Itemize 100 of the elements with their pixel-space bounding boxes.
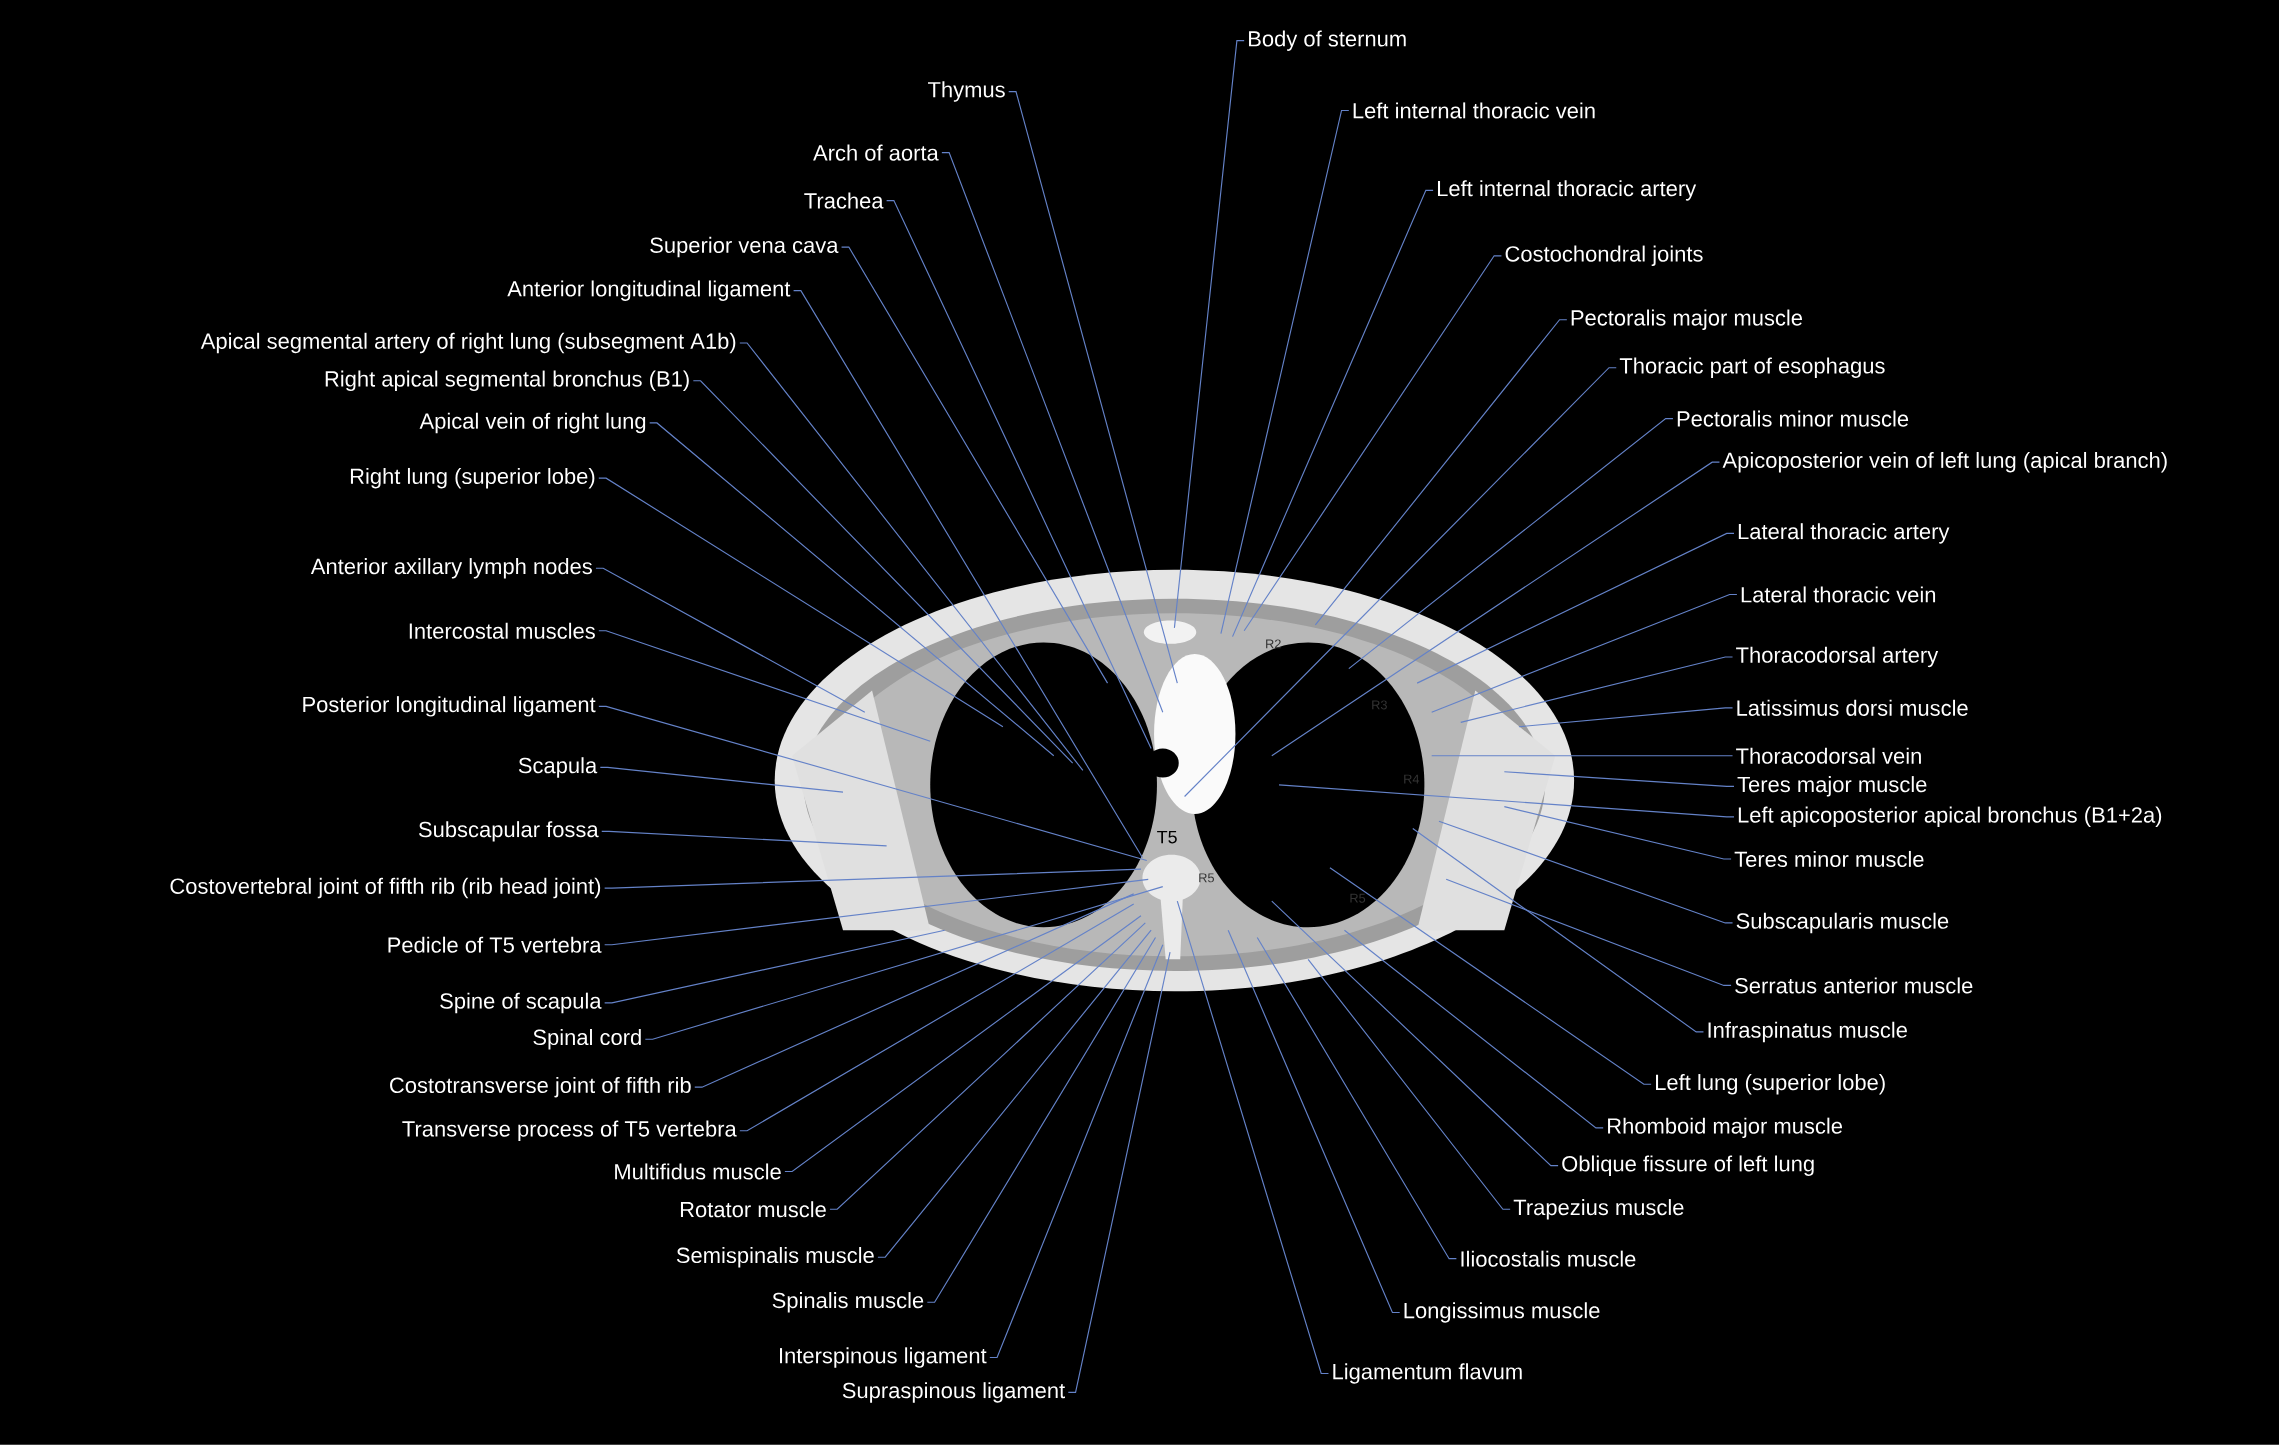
label: Spinal cord <box>533 1029 641 1050</box>
leader-line <box>649 422 1055 757</box>
leader-line <box>886 200 1152 750</box>
leader-line <box>1518 707 1734 728</box>
leader-line <box>739 342 1084 772</box>
label: Teres major muscle <box>1737 776 1927 797</box>
leader-line <box>595 567 866 713</box>
leader-line <box>598 630 931 742</box>
label: Apical vein of right lung <box>419 412 646 434</box>
leader-line <box>1416 532 1735 684</box>
label: Thoracodorsal artery <box>1736 646 1939 668</box>
label: Costovertebral joint of fifth rib (rib head joint) <box>170 877 601 899</box>
leader-line <box>1256 937 1457 1260</box>
leader-line <box>1271 461 1721 757</box>
leader-line <box>739 903 1135 1132</box>
label: Supraspinous ligament <box>842 1382 1065 1403</box>
label: Right apical segmental bronchus (B1) <box>325 370 689 392</box>
leader-line <box>604 868 1142 889</box>
leader-line <box>829 922 1146 1210</box>
label: Rhomboid major muscle <box>1608 1117 1842 1139</box>
leader-line <box>598 705 1148 862</box>
label: Lateral thoracic artery <box>1738 523 1950 544</box>
leader-line <box>1271 900 1559 1167</box>
leader-line <box>1348 418 1674 670</box>
label: Left internal thoracic vein <box>1353 102 1595 119</box>
leader-line <box>926 937 1157 1303</box>
label: Pectoralis minor muscle <box>1677 410 1909 427</box>
label: Costochondral joints <box>1505 245 1703 267</box>
leader-line <box>1243 255 1502 632</box>
label: Left internal thoracic artery <box>1438 180 1697 201</box>
leader-line <box>1431 594 1738 713</box>
leader-line <box>1173 40 1245 629</box>
label: Left apicoposterior apical bronchus (B1+2a) <box>1738 806 2162 828</box>
label: Costotransverse joint of fifth rib <box>390 1077 691 1098</box>
leader-line <box>1412 828 1705 1033</box>
leader-line <box>1227 929 1401 1314</box>
label: Lateral thoracic vein <box>1741 586 1936 603</box>
label: Arch of aorta <box>813 144 939 161</box>
leader-line <box>694 893 1135 1088</box>
leader-line <box>1503 806 1732 860</box>
leader-line <box>1343 929 1604 1129</box>
leader-line <box>1445 878 1732 987</box>
label: Trachea <box>804 192 884 209</box>
label: Apicoposterior vein of left lung (apical branch) <box>1722 452 2167 473</box>
leader-line <box>644 886 1164 1040</box>
leader-line <box>601 830 888 847</box>
image-marker: R5 <box>1199 873 1214 883</box>
label: Teres minor muscle <box>1734 851 1924 868</box>
label: Apical segmental artery of right lung (subsegment A1b) <box>200 332 736 354</box>
leader-line <box>1220 110 1350 635</box>
leader-line <box>877 929 1152 1258</box>
label: Subscapularis muscle <box>1736 912 1949 934</box>
leader-line <box>604 878 1149 946</box>
leader-line <box>841 246 1109 684</box>
image-marker: R2 <box>1266 639 1281 649</box>
label: Scapula <box>518 757 598 778</box>
leader-line <box>941 152 1164 713</box>
label: Pectoralis major muscle <box>1571 309 1802 331</box>
label: Rotator muscle <box>680 1201 826 1218</box>
leader-line <box>604 929 946 1004</box>
leader-line <box>1176 900 1330 1375</box>
leader-line <box>1307 958 1511 1210</box>
leader-line <box>1231 189 1434 638</box>
label: Longissimus muscle <box>1404 1302 1600 1323</box>
label: Thoracodorsal vein <box>1736 747 1921 764</box>
label: Intercostal muscles <box>409 622 595 639</box>
leader-line <box>989 944 1164 1359</box>
label: Anterior longitudinal ligament <box>507 280 791 302</box>
image-marker: T5 <box>1157 831 1177 844</box>
leader-line <box>1431 755 1734 757</box>
label: Subscapular fossa <box>418 821 599 842</box>
label: Iliocostalis muscle <box>1461 1250 1636 1267</box>
label: Anterior axillary lymph nodes <box>310 558 592 579</box>
label: Posterior longitudinal ligament <box>303 696 596 717</box>
leader-line <box>1184 367 1617 798</box>
label: Ligamentum flavum <box>1333 1363 1522 1384</box>
leader-line <box>1278 784 1735 818</box>
label: Interspinous ligament <box>780 1347 987 1368</box>
label: Transverse process of T5 vertebra <box>402 1120 737 1142</box>
label: Serratus anterior muscle <box>1735 977 1973 994</box>
leader-line <box>1008 91 1178 684</box>
leader-line <box>1460 656 1734 724</box>
label: Pedicle of T5 vertebra <box>388 936 602 953</box>
label: Body of sternum <box>1249 30 1406 52</box>
leader-line <box>793 290 1143 859</box>
label: Right lung (superior lobe) <box>350 468 595 489</box>
leader-line <box>784 915 1142 1173</box>
label: Left lung (superior lobe) <box>1656 1074 1885 1095</box>
label: Superior vena cava <box>650 237 839 258</box>
label: Latissimus dorsi muscle <box>1737 699 1968 716</box>
leader-line <box>1438 820 1734 924</box>
label: Infraspinatus muscle <box>1708 1021 1907 1043</box>
label: Thoracic part of esophagus <box>1619 357 1885 379</box>
label: Thymus <box>928 81 1005 102</box>
label: Oblique fissure of left lung <box>1562 1155 1814 1177</box>
label: Multifidus muscle <box>615 1163 781 1180</box>
leader-line <box>598 477 1004 728</box>
leader-line <box>1314 319 1568 626</box>
label: Trapezius muscle <box>1513 1199 1684 1220</box>
label: Spinalis muscle <box>772 1292 924 1313</box>
